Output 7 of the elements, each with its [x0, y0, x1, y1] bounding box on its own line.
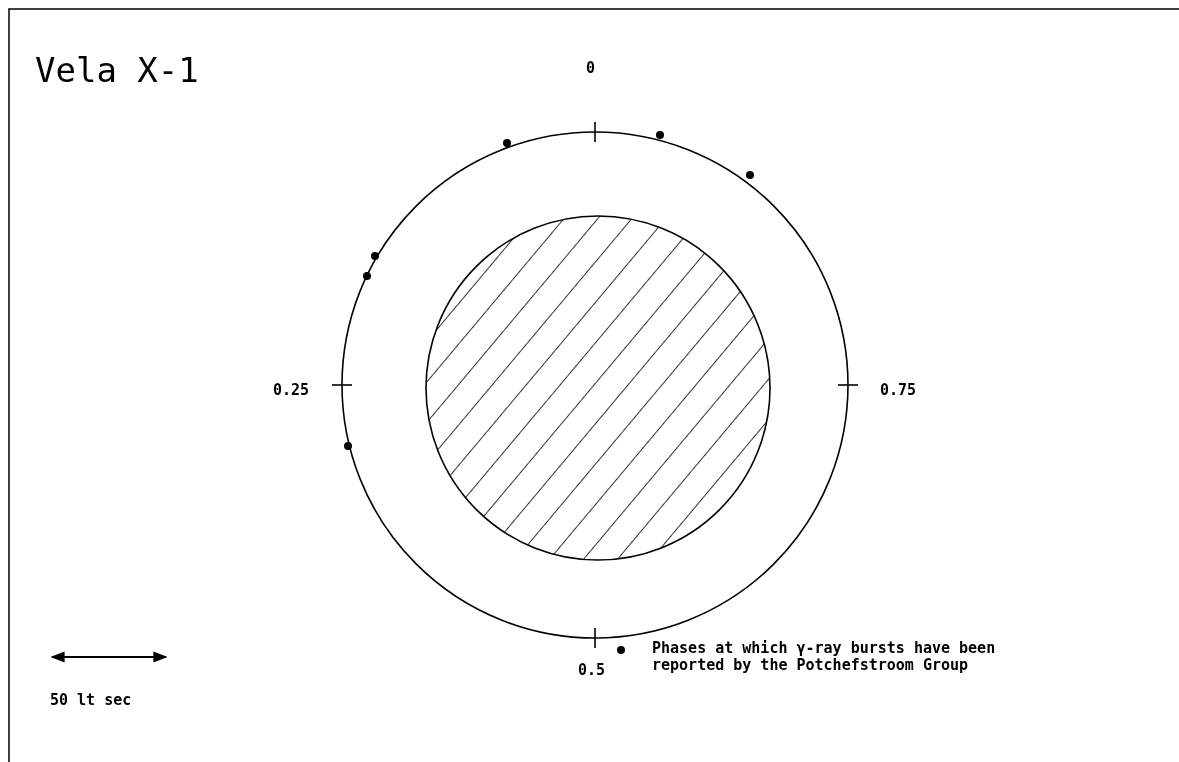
- legend-text: Phases at which γ-ray bursts have been reported by the Potchefstroom Group: [652, 640, 997, 673]
- tick-label: 0.75: [880, 382, 917, 399]
- tick-label: 0.5: [578, 662, 606, 679]
- tick-label: 0.25: [273, 382, 310, 399]
- diagram-title: Vela X-1: [35, 52, 199, 90]
- scale-label: 50 lt sec: [50, 692, 132, 709]
- tick-label: 0: [586, 60, 596, 77]
